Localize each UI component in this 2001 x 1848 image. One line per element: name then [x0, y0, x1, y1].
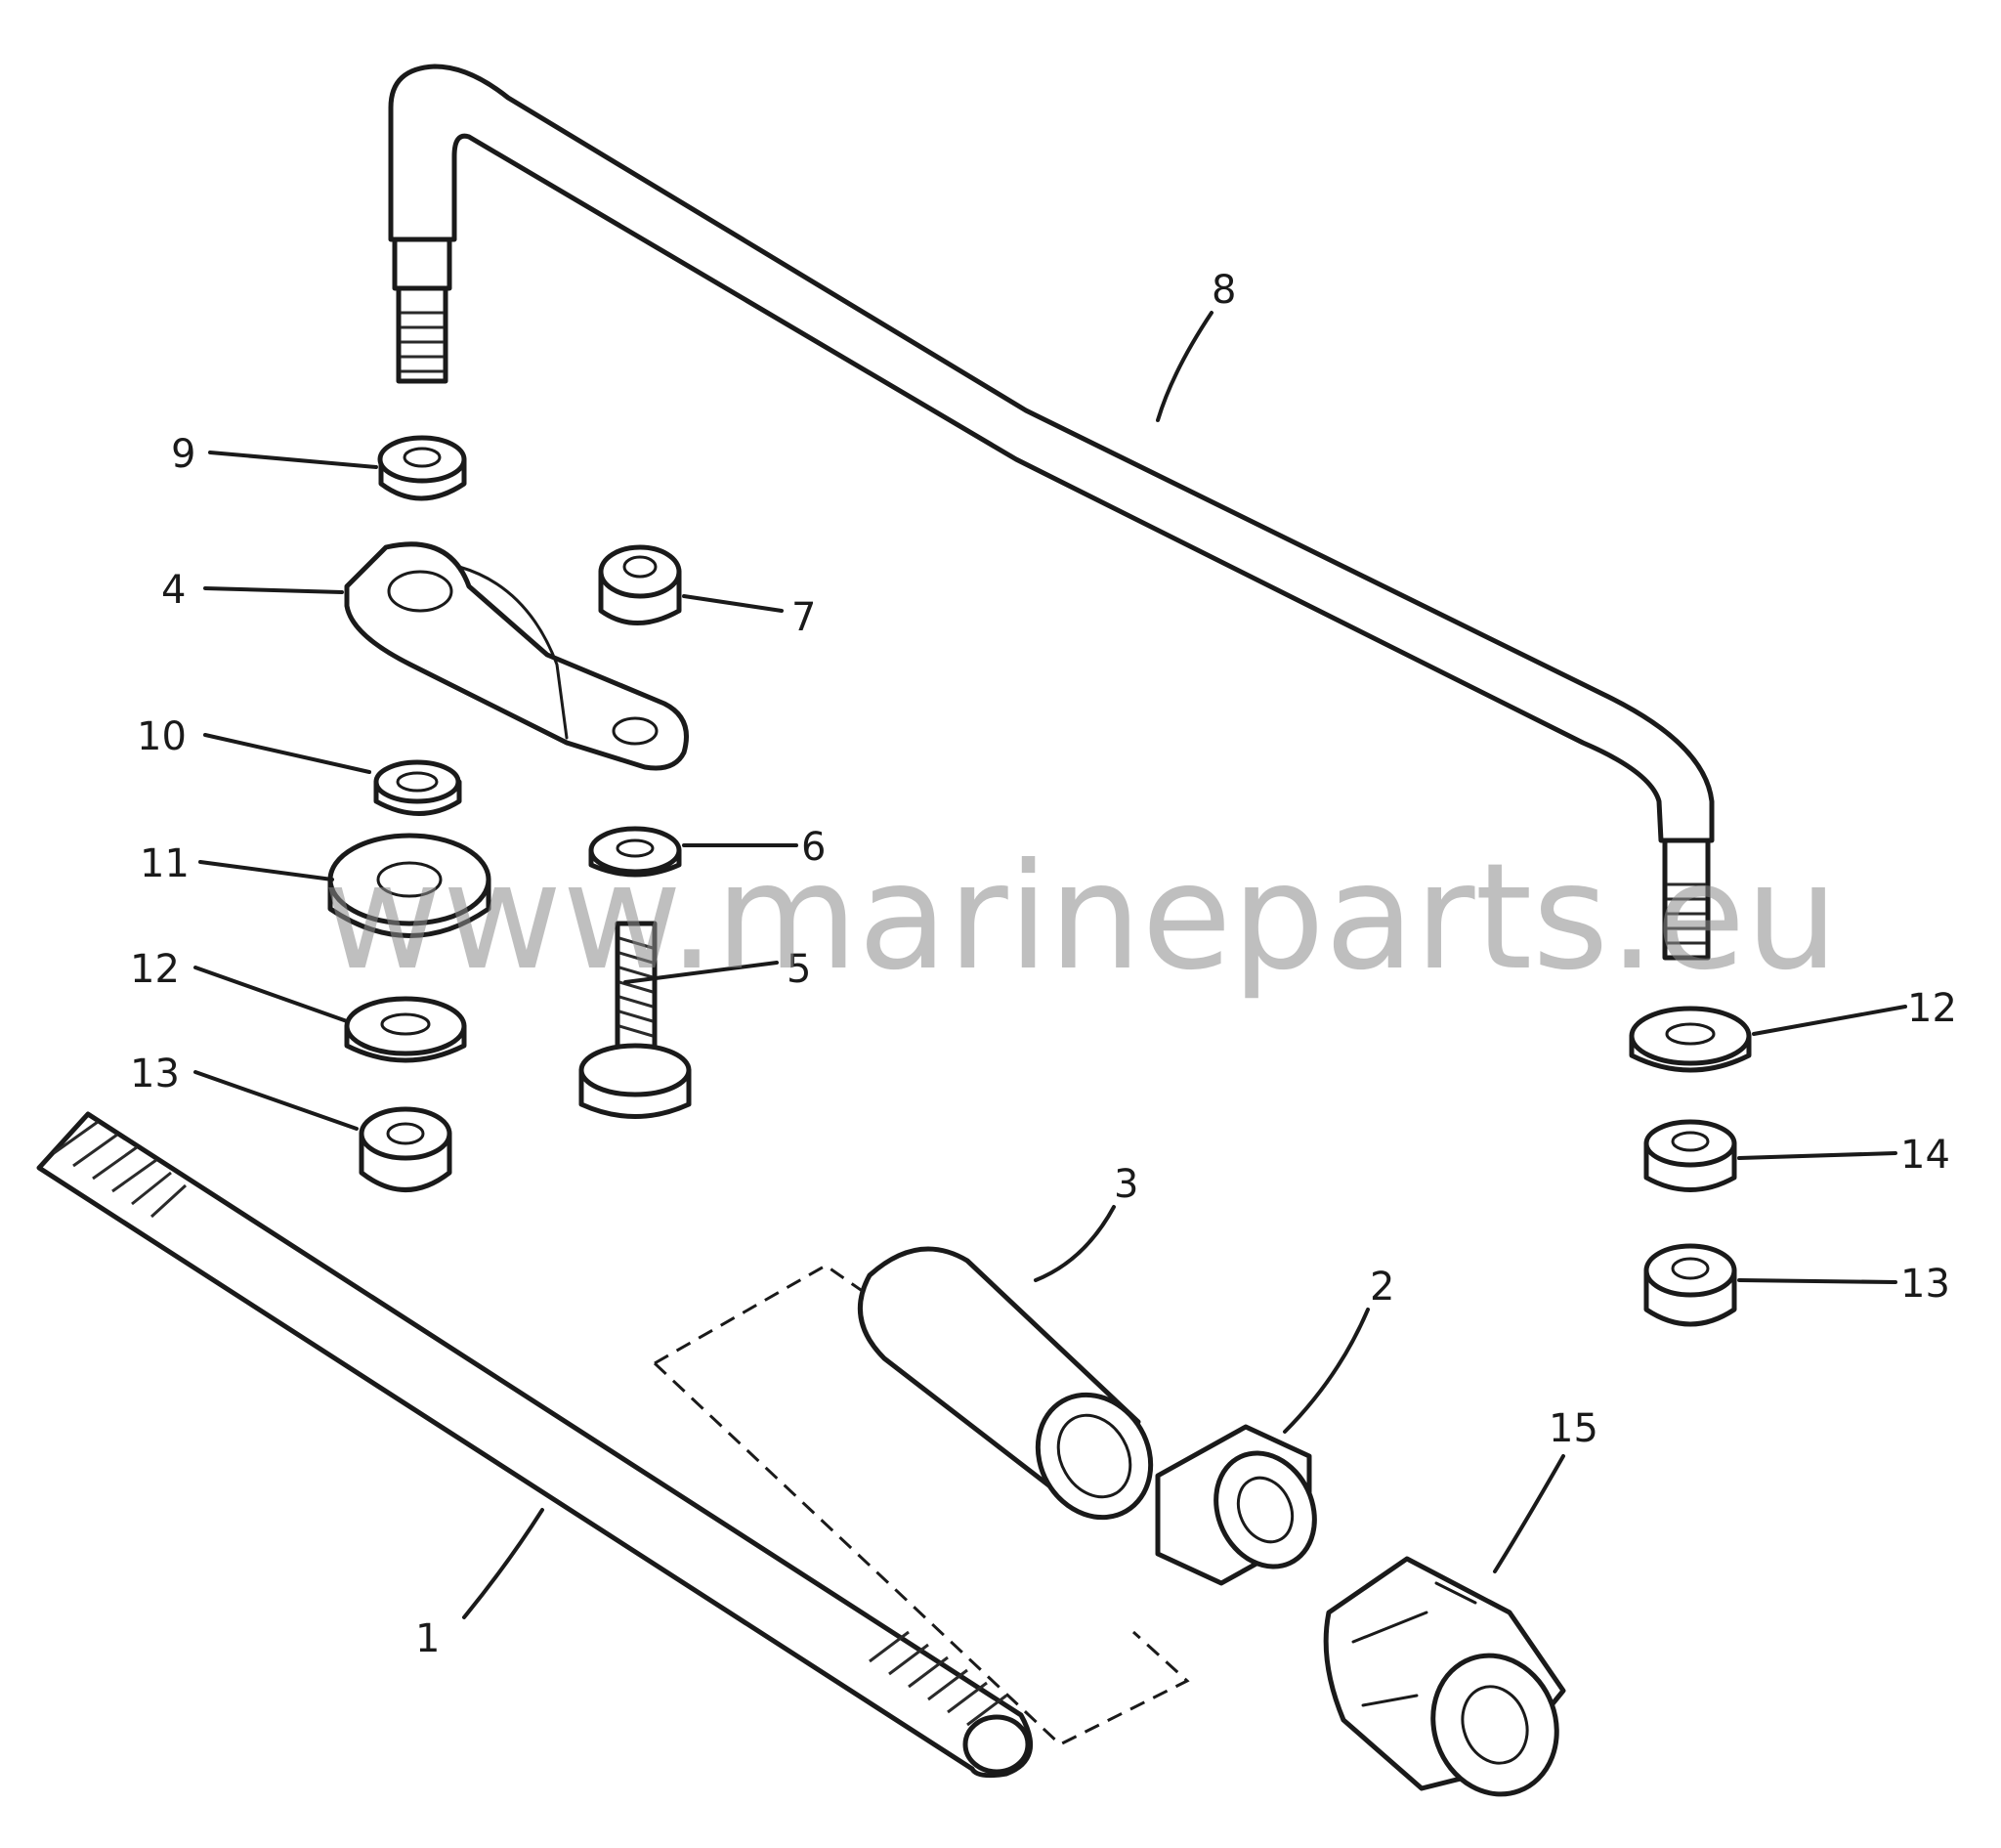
callout-10: 10 — [137, 714, 187, 759]
leader-lines — [193, 311, 1907, 1619]
part-3-bushing — [857, 1246, 1154, 1521]
part-5-bolt — [578, 921, 692, 1119]
part-1-threaded-tube — [36, 1111, 1034, 1779]
part-4-bracket — [344, 541, 689, 771]
watermark-text: www.marineparts.eu — [322, 833, 1839, 1003]
part-14-spacer — [1643, 1119, 1737, 1192]
part-13-locknut-left — [359, 1106, 452, 1192]
assembly-dashed-outline — [653, 1264, 1190, 1746]
part-9-nut — [377, 435, 467, 501]
callout-2: 2 — [1370, 1265, 1394, 1310]
callout-3: 3 — [1114, 1162, 1138, 1207]
part-6-washer — [588, 826, 682, 878]
callout-14: 14 — [1900, 1133, 1950, 1178]
part-12-washer-right — [1629, 1006, 1752, 1073]
part-15-slotted-cap — [1323, 1556, 1566, 1797]
callout-1: 1 — [415, 1616, 440, 1661]
part-2-hex-nut — [1155, 1424, 1317, 1586]
part-8-link-rod — [388, 64, 1715, 961]
part-7-locknut — [598, 544, 682, 625]
part-10-spacer — [373, 759, 462, 816]
callout-13-right: 13 — [1900, 1262, 1950, 1307]
callout-13-left: 13 — [130, 1052, 180, 1096]
part-12-washer-left — [344, 996, 467, 1063]
callout-7: 7 — [791, 595, 816, 640]
callout-12-left: 12 — [130, 947, 180, 992]
callout-6: 6 — [801, 825, 826, 870]
callout-4: 4 — [161, 568, 186, 613]
callout-5: 5 — [787, 947, 811, 992]
callout-12-right: 12 — [1907, 986, 1957, 1031]
callout-11: 11 — [140, 841, 190, 886]
callout-labels: 1 2 3 4 5 6 7 8 9 10 11 12 12 13 13 14 1… — [130, 268, 1957, 1661]
callout-9: 9 — [171, 432, 195, 477]
part-13-locknut-right — [1643, 1243, 1737, 1327]
callout-8: 8 — [1212, 268, 1236, 313]
callout-15: 15 — [1549, 1406, 1598, 1451]
part-11-large-washer — [327, 833, 491, 938]
